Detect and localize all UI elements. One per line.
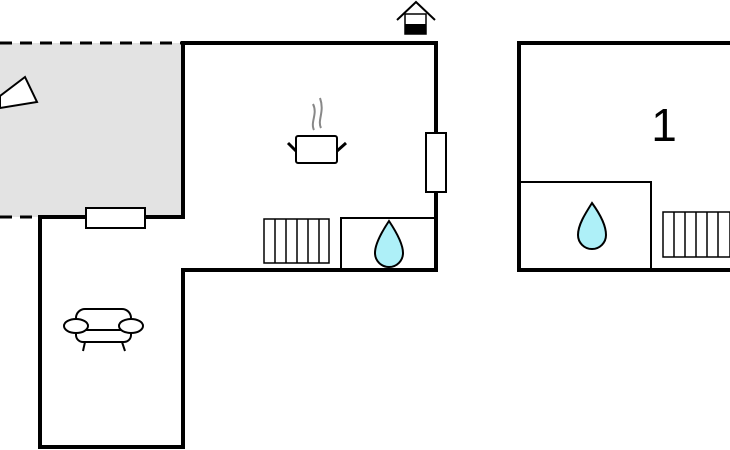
second-building-walls [517,41,730,272]
entrance-icon [396,0,436,35]
water-drop-icon [576,201,608,250]
radiator-icon [662,211,730,258]
sofa-icon [63,308,144,352]
radiator-icon [263,218,330,264]
bathroom-partition [519,181,652,270]
window-icon [425,132,447,193]
room-number-label: 1 [651,99,677,151]
bathroom-partition [340,217,434,270]
window-icon [85,207,146,229]
view-direction-icon [0,75,39,110]
terrace-area [0,43,183,217]
water-drop-icon [373,219,405,268]
kitchen-pot-icon [286,97,347,164]
